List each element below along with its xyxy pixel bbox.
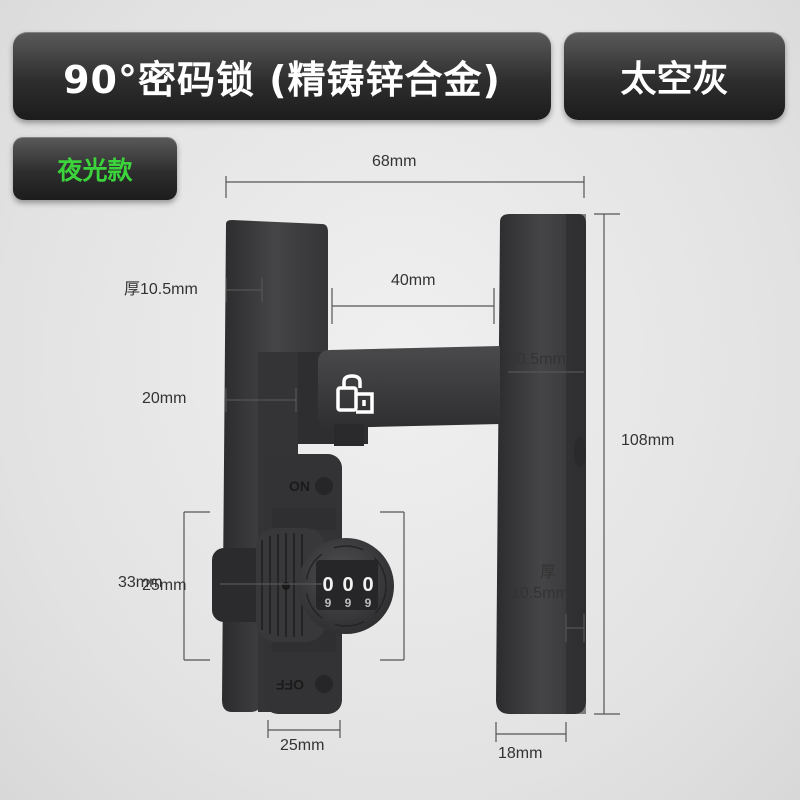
color-badge-text: 太空灰 (620, 59, 729, 100)
dim-dial-outer: 33mm (118, 574, 163, 591)
dim-base-width: 25mm (280, 737, 325, 754)
right-handle (496, 214, 586, 714)
dim-thickness-left: 厚10.5mm (124, 281, 198, 298)
dial-digit-1[interactable]: 0 (322, 574, 333, 596)
on-label: ON (289, 478, 310, 494)
dim-total-width: 68mm (372, 153, 417, 170)
dial-digit-2[interactable]: 0 (342, 574, 353, 596)
dim-gap-width: 40mm (391, 272, 436, 289)
dim-arm-width: 30.5mm (508, 351, 566, 368)
dial-digit-below-3: 9 (365, 596, 372, 610)
padlock-icon (336, 374, 374, 414)
dim-dial-inner: 25mm (142, 577, 187, 594)
dim-arm-height: 20mm (142, 390, 187, 407)
dimension-lines (183, 176, 620, 742)
product-title: 90°密码锁 (精铸锌合金) (13, 32, 551, 120)
off-label: OFF (276, 677, 304, 693)
dial-digit-below-2: 9 (345, 596, 352, 610)
combination-dial[interactable] (212, 528, 394, 642)
dim-thickness-right-label: 厚 (540, 564, 557, 581)
dim-thickness-right-value: 10.5mm (511, 585, 569, 602)
variant-badge: 夜光款 (13, 137, 177, 200)
dial-digit-below-1: 9 (325, 596, 332, 610)
color-badge: 太空灰 (564, 32, 785, 120)
dial-digit-3[interactable]: 0 (362, 574, 373, 596)
horizontal-arm (298, 346, 500, 446)
variant-badge-text: 夜光款 (57, 155, 133, 185)
product-title-text: 90°密码锁 (精铸锌合金) (63, 57, 501, 102)
dim-total-height: 108mm (621, 432, 675, 449)
dim-handle-width: 18mm (498, 745, 543, 762)
